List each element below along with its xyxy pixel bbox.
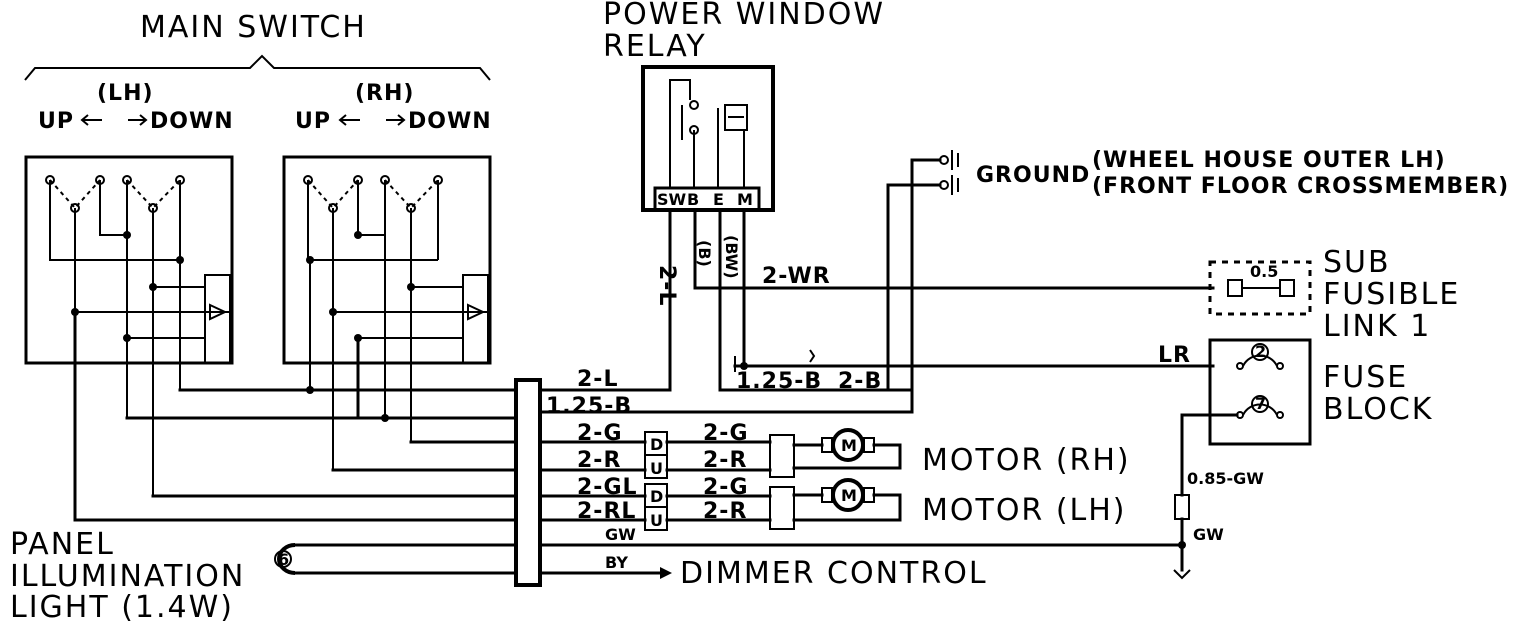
wire-085gw-label: 0.85-GW [1187,469,1264,488]
dimmer-arrow-icon [660,567,672,579]
gw-end-icon [1173,569,1191,580]
ground-location-2: (FRONT FLOOR CROSSMEMBER) [1092,174,1509,199]
power-window-relay: SW B E M [641,65,775,212]
lh-up-label: UP [38,109,74,134]
wire-2l-label: 2-L [577,367,618,392]
wire-lr-label: LR [1158,343,1191,368]
wire-2g-c-label: 2-G [703,475,749,500]
fuse-7-label: 7 [1255,394,1266,413]
fusible-line-3: LINK 1 [1323,309,1431,344]
wire-b-label: (B) [695,240,714,267]
ground-wire-1 [538,158,942,414]
rh-down-label: DOWN [408,109,492,134]
lh-down-arrow-icon [128,114,148,126]
lh-connector-u: U [650,511,663,530]
fusible-line-1: SUB [1323,245,1391,280]
rh-connector-d: D [650,435,663,454]
wire-2rl-label: 2-RL [577,499,636,524]
panel-line-1: PANEL [10,527,115,562]
ground-label: GROUND [976,163,1090,188]
wire-2l-vertical: 2-L [654,265,679,306]
ground-symbols [939,150,959,195]
fuse-block-line-1: FUSE [1323,360,1408,395]
relay-terminal-sw: SW [657,190,687,209]
wire-gw-right-label: GW [1193,525,1224,544]
lh-connector-d: D [650,487,663,506]
relay-title-1: POWER WINDOW [603,0,885,32]
wire-2r-c-label: 2-R [703,499,747,524]
rh-down-arrow-icon [386,114,406,126]
wire-2r-a-label: 2-R [577,448,621,473]
panel-line-3: LIGHT (1.4W) [10,590,234,624]
panel-light-symbol [274,543,296,575]
relay-terminal-m: M [737,190,753,209]
dimmer-control-label: DIMMER CONTROL [680,556,988,591]
ground-location-1: (WHEEL HOUSE OUTER LH) [1092,148,1446,173]
lh-switch [24,155,234,496]
relay-title-2: RELAY [603,29,707,64]
wire-2b-label: 2-B [838,369,882,394]
rh-up-arrow-icon [338,114,360,126]
relay-junction [734,349,816,372]
wire-2gl-label: 2-GL [577,475,638,500]
lh-label: (LH) [97,81,154,106]
rh-motor [769,428,902,478]
wire-gw-label: GW [605,525,636,544]
lh-up-arrow-icon [80,114,102,126]
resistor-icon [1174,494,1190,520]
main-switch-title: MAIN SWITCH [140,10,367,45]
fusible-link-value: 0.5 [1250,262,1278,281]
relay-terminal-e: E [713,190,724,209]
ground-wire-2 [886,183,942,392]
relay-wires [538,208,1215,392]
wire-2r-b-label: 2-R [703,448,747,473]
relay-terminal-b: B [687,190,699,209]
rh-switch [282,155,492,470]
wire-2wr-label: 2-WR [762,264,831,289]
panel-light-number: 6 [278,550,289,569]
fuse-block [1208,338,1312,446]
motor-harness-wires [538,440,772,522]
motor-rh-label: MOTOR (RH) [922,443,1131,478]
wire-125b-left-label: 1.25-B [546,394,632,419]
switch-harness-wires [73,310,518,522]
wire-by-label: BY [605,553,628,572]
panel-light-wires [293,543,518,575]
lh-motor [769,478,902,530]
fuse-2-label: 2 [1255,342,1266,361]
lh-motor-symbol: M [841,486,857,505]
rh-label: (RH) [355,81,414,106]
sub-fusible-link [1208,260,1312,316]
main-switch-brace [24,54,491,81]
rh-motor-symbol: M [841,436,857,455]
lh-down-label: DOWN [150,109,234,134]
wire-2g-a-label: 2-G [577,421,623,446]
wire-125b-relay-label: 1.25-B [736,369,822,394]
wire-bw-label: (BW) [722,235,741,279]
wire-2g-b-label: 2-G [703,421,749,446]
harness-connector [514,378,542,587]
gw-fuse-wire [1180,413,1239,497]
rh-motor-connector [644,431,668,479]
motor-lh-label: MOTOR (LH) [922,493,1127,528]
lh-motor-connector [644,483,668,531]
rh-connector-u: U [650,459,663,478]
fuse-block-line-2: BLOCK [1323,392,1433,427]
panel-line-2: ILLUMINATION [10,559,245,594]
fusible-line-2: FUSIBLE [1323,277,1460,312]
rh-up-label: UP [295,109,331,134]
